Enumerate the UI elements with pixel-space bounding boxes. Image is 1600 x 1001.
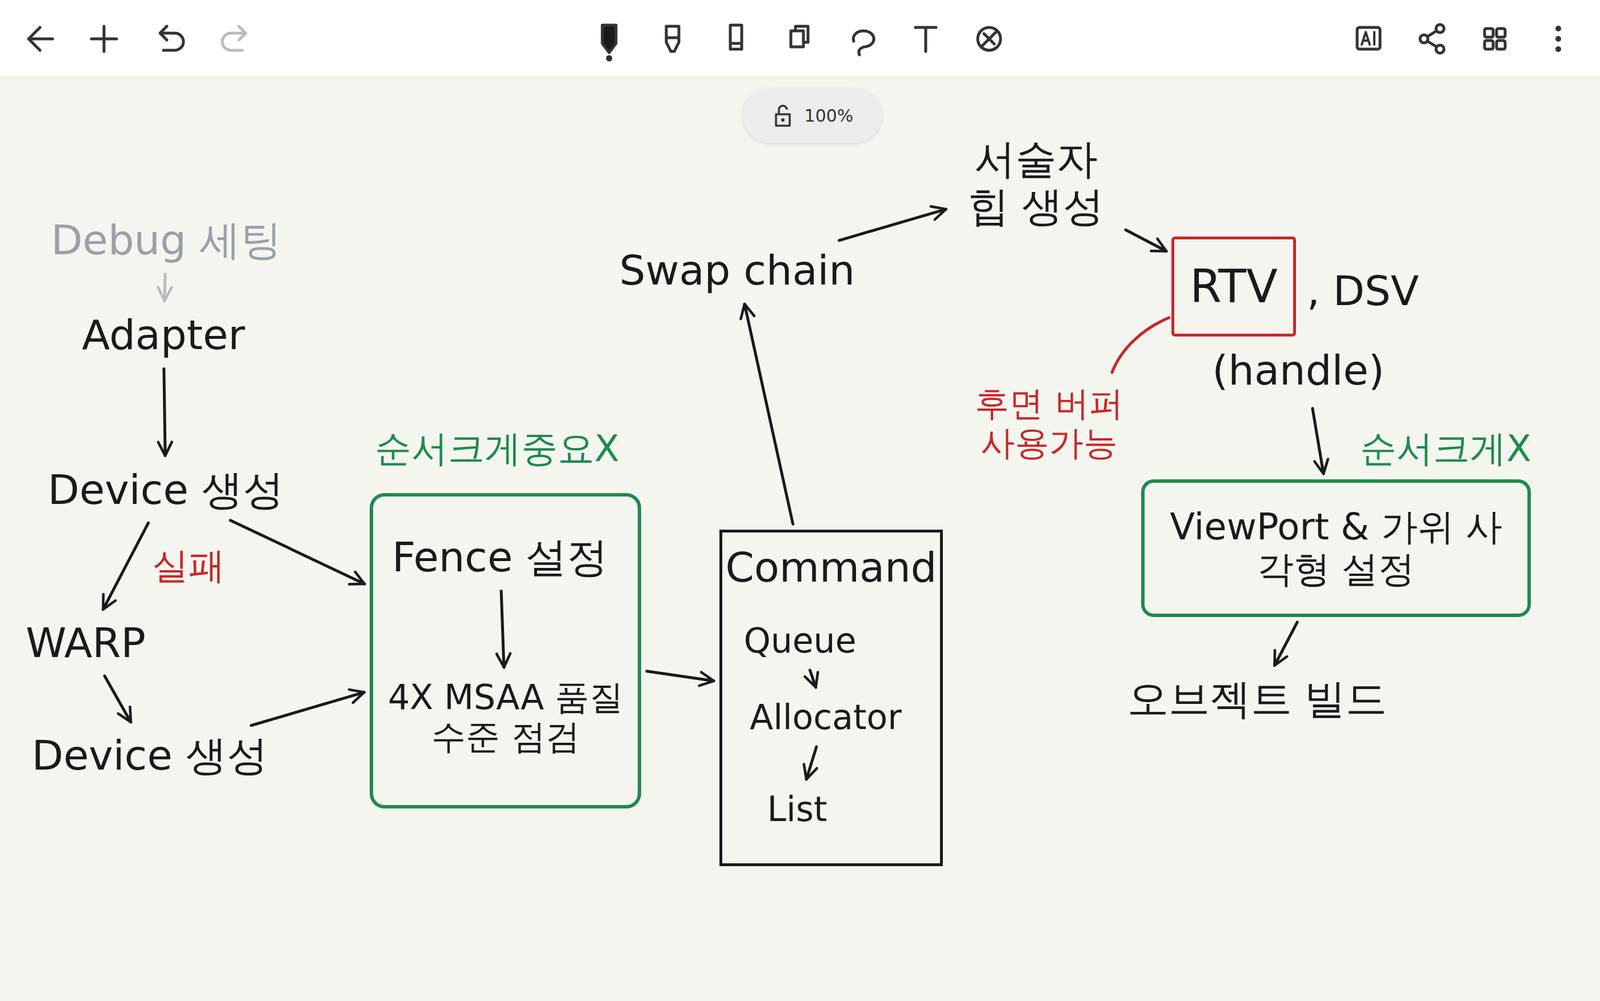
flow-arrow [230,520,365,584]
toolbar-icons [28,24,1506,60]
leader-line [1112,317,1170,373]
zoom-level: 100% [804,105,854,126]
node-text: Device 생성 [31,732,268,780]
handle-group: , DSV (handle) RTV [1165,230,1429,403]
more-icon [1555,25,1562,52]
node-text: ViewPort & 가위 사각형 설정 [1156,506,1516,591]
step-text: Device 생성 [42,461,288,519]
node-text: WARP [25,619,146,667]
redo-icon [222,26,246,51]
step-text: List [762,785,832,834]
menu-dot [1555,46,1562,52]
debug-step: Debug 세팅 [46,212,287,269]
back-icon [28,27,53,51]
step-text: Swap chain [614,242,860,299]
pen-icon [602,25,616,53]
node-text: Allocator [749,697,902,738]
step-text: Adapter [77,306,250,364]
eraser-mark [981,30,998,47]
flow-arrow [1312,408,1324,474]
flow-arrow [1125,229,1167,251]
flow-arrow [838,209,946,241]
handle-text: , DSV [1306,267,1419,315]
undo-icon [160,26,184,51]
rtv-box: RTV [1171,236,1296,337]
text-tool-icon [915,27,936,52]
flow-arrow [646,671,714,682]
flow-arrow [251,692,365,726]
node-text: 4X MSAA 품질 수준 점검 [380,677,632,757]
lasso-icon [853,30,874,55]
flow-arrow [501,590,504,668]
node-text: List [767,789,828,830]
flow-arrow [104,676,131,723]
node-text: Device 생성 [47,466,284,514]
lock-icon [771,102,795,128]
flow-arrow [806,746,817,780]
flow-arrow [164,368,166,456]
ai-letters [1361,32,1375,45]
edge-label: 실패 [148,544,229,589]
share-lines [1427,30,1437,47]
flow-arrow [102,522,148,610]
node-text: Debug 세팅 [50,216,282,264]
menu-dot [1555,25,1562,32]
node-text: Swap chain [619,246,855,295]
node-text: RTV [1189,260,1278,314]
highlighter-icon [730,25,742,50]
node-text: 서술자 힙 생성 [956,135,1116,231]
step-text: 서술자 힙 생성 [951,130,1121,235]
grid-cell [1484,28,1494,38]
handle-text: (handle) [1212,346,1385,395]
grid-cell [1484,40,1494,50]
grid-cell [1496,28,1506,38]
grid-cell [1496,40,1506,50]
pen-selected-dot [607,56,611,60]
step-text: Allocator [745,693,907,742]
shape-icon [790,26,808,47]
ai-icon [1357,27,1380,50]
step-text: WARP [21,614,151,672]
step-text: 오브젝트 빌드 [1122,670,1392,728]
node-text: Command [725,544,937,592]
command-box: CommandQueueAllocatorList [719,529,943,867]
callout-note: 후면 버퍼 사용가능 [969,384,1130,463]
group-note: 순서크게X [1360,428,1532,471]
eraser-icon [977,27,1001,51]
zoom-pill: 100% [742,88,882,143]
node-text: Queue [743,621,856,661]
step-text: Fence 설정 [387,529,613,586]
node-text: 오브젝트 빌드 [1127,675,1388,723]
step-text: Device 생성 [26,727,272,784]
add-icon [91,26,117,52]
node-text: Fence 설정 [392,533,608,582]
node-text: Adapter [81,311,246,359]
menu-dot [1555,36,1562,42]
group-box: 순서크게중요XFence 설정4X MSAA 품질 수준 점검 [369,493,642,809]
step-text: Queue [738,616,861,666]
flow-arrow [164,273,166,301]
flow-arrow [744,304,794,524]
process-box: 순서크게XViewPort & 가위 사각형 설정 [1141,479,1531,618]
flow-arrow [809,670,816,688]
group-note: 순서크게중요X [374,428,620,471]
flow-arrow [1274,622,1298,666]
marker-icon [666,26,679,52]
step-text: 4X MSAA 품질 수준 점검 [375,673,636,762]
